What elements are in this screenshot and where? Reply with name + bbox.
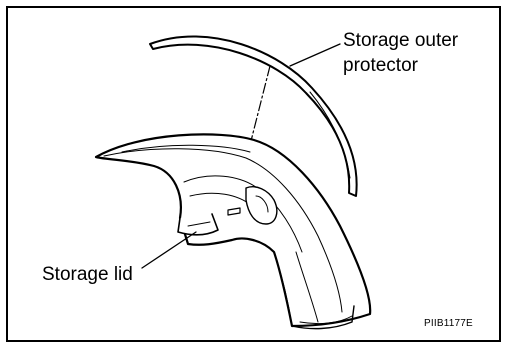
storage-outer-protector-label-line2: protector <box>343 55 418 77</box>
storage-lid-label: Storage lid <box>42 264 133 286</box>
storage-outer-protector-label: Storage outer <box>343 30 458 52</box>
leader-line-outer-protector <box>290 44 340 66</box>
figure-id: PIIB1177E <box>424 318 473 330</box>
leader-line-storage-lid <box>142 232 196 268</box>
storage-lid <box>96 134 370 328</box>
